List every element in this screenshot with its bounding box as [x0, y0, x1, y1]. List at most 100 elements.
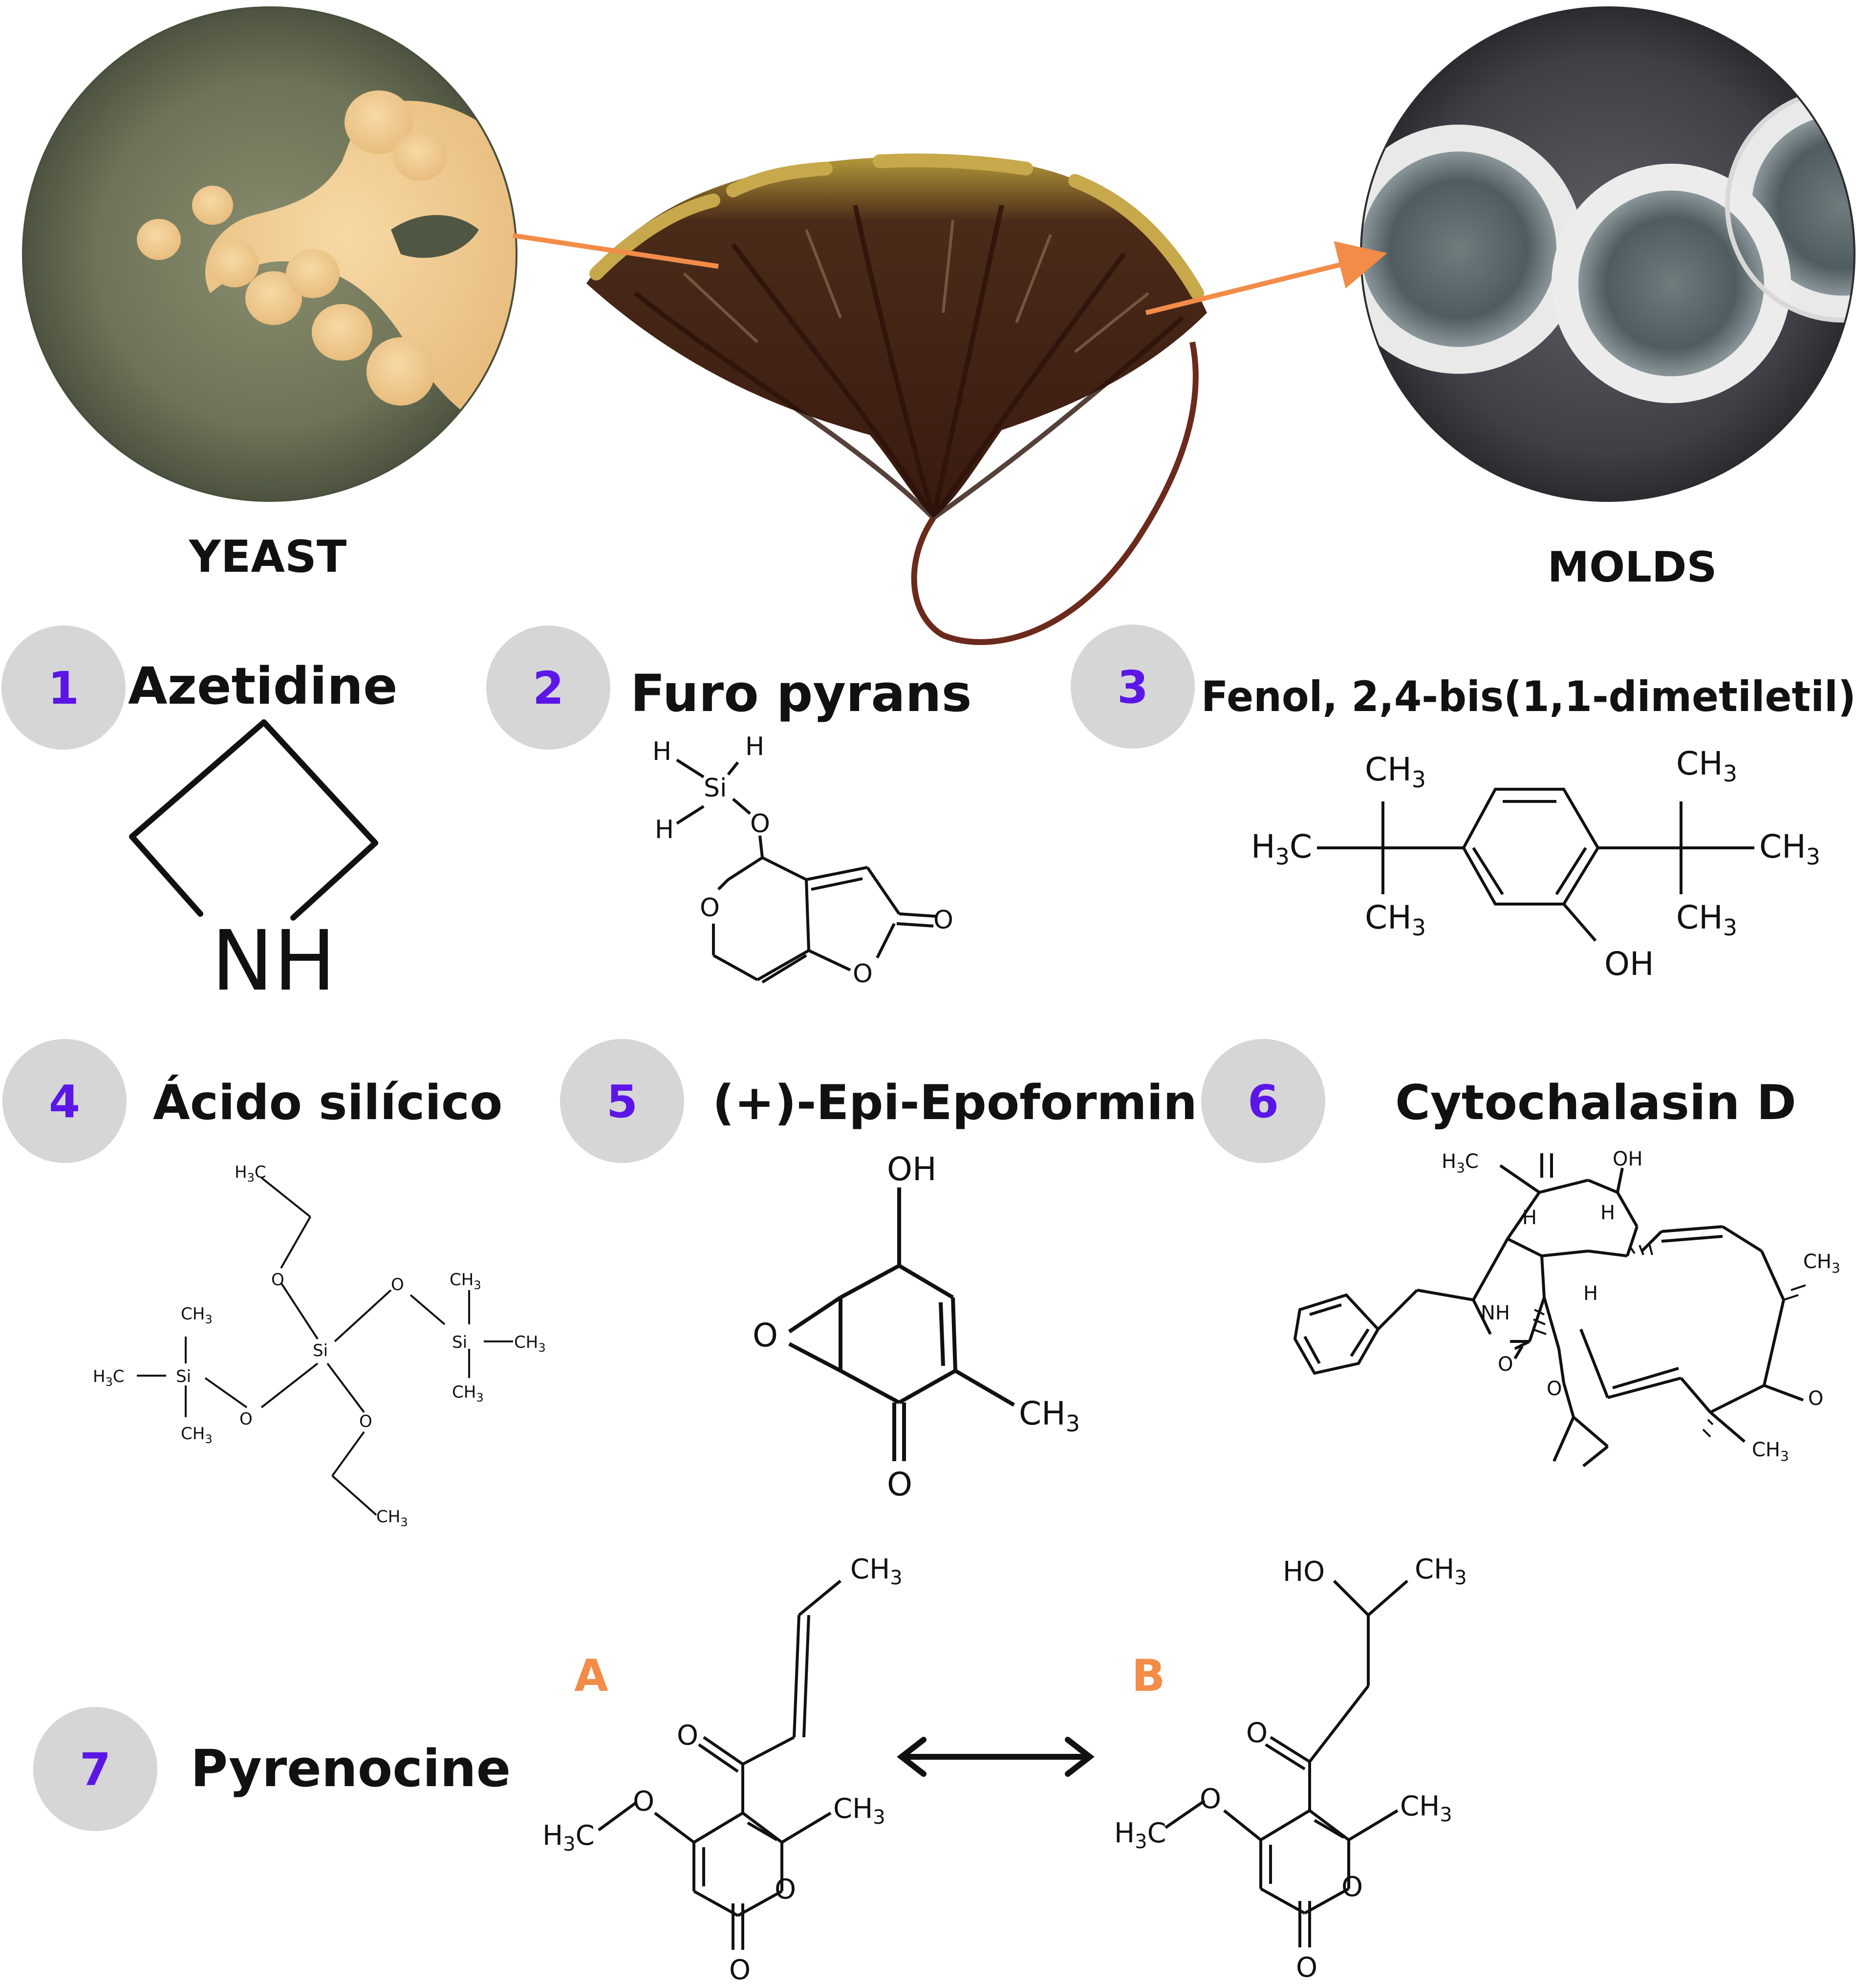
silicic-ch3-5-sub: 3 — [205, 1432, 212, 1446]
cytochalasin-structure — [1293, 1153, 1804, 1468]
silicic-ch3-bottom: CH3 — [376, 1507, 408, 1529]
phenol-ch3-1-sub: 3 — [1412, 766, 1426, 793]
silicic-h3c-left: H3C — [93, 1367, 125, 1389]
cyto-ch3-1-sub: 3 — [1832, 1260, 1840, 1276]
cyto-h1: H — [1522, 1207, 1537, 1229]
yeast-photo — [23, 7, 517, 501]
silicic-ch3-2-c: CH — [514, 1333, 538, 1352]
molds-label: MOLDS — [1548, 543, 1717, 592]
phenol-ch3-right: CH3 — [1759, 828, 1820, 870]
phenol-oh: OH — [1604, 945, 1654, 983]
silicic-si-left: Si — [176, 1367, 191, 1386]
silicic-ch3-6-sub: 3 — [400, 1515, 408, 1529]
cyto-oh: OH — [1613, 1148, 1643, 1170]
silicic-ch3-r-right: CH3 — [514, 1333, 546, 1355]
pyrenocine-b-structure — [1164, 1579, 1408, 1947]
silicic-h3c-top-sub: 3 — [247, 1171, 255, 1185]
silicic-o1: O — [271, 1270, 284, 1290]
silicic-ch3-3-c: CH — [452, 1382, 476, 1402]
badge-5 — [560, 1039, 684, 1163]
epoformin-oh: OH — [887, 1150, 937, 1188]
compound-3-header: 3 Fenol, 2,4-bis(1,1-dimetiletil) — [1071, 625, 1856, 749]
pyr-a-h3c-h: H — [542, 1820, 563, 1852]
molds-photo — [1361, 7, 1854, 501]
silicic-acid-structure — [137, 1177, 513, 1516]
phenol-ch3-2-c: CH — [1676, 745, 1723, 782]
yeast-photo-border — [22, 6, 518, 502]
cyto-ch3-right: CH3 — [1803, 1251, 1840, 1276]
pyr-a-h3c-sub: 3 — [563, 1833, 575, 1856]
cyto-o2: O — [1547, 1378, 1562, 1400]
pyr-a-ch3-ring-sub: 3 — [873, 1806, 885, 1829]
pyr-b-ho: HO — [1283, 1556, 1325, 1588]
furopyran-structure — [676, 758, 936, 984]
badge-6 — [1201, 1039, 1325, 1163]
silicic-h3c-left-sub: 3 — [106, 1375, 113, 1389]
phenol-h3c-left: H3C — [1251, 828, 1312, 870]
epoformin-structure — [788, 1187, 1015, 1461]
silicic-ch3-1-sub: 3 — [474, 1278, 481, 1292]
pyrenocine-a-structure — [598, 1579, 841, 1950]
arrow-to-yeast — [513, 233, 719, 269]
pyr-a-o-methoxy: O — [633, 1786, 654, 1817]
pyr-a-o-lactone: O — [729, 1954, 751, 1986]
epoformin-o-epoxide: O — [753, 1317, 778, 1354]
cyto-h3c-sub: 3 — [1456, 1160, 1465, 1176]
pyr-b-ch3-top-sub: 3 — [1454, 1567, 1466, 1589]
cyto-o3: O — [1808, 1387, 1823, 1410]
furopyran-atom-o2: O — [700, 893, 720, 923]
silicic-ch3-6-c: CH — [376, 1507, 400, 1527]
phenol-ch3-bottom-right: CH3 — [1676, 899, 1737, 941]
silicic-o3: O — [239, 1409, 253, 1429]
silicic-h3c-left-h: H — [93, 1367, 106, 1386]
pyr-b-ch3-ring-sub: 3 — [1440, 1804, 1452, 1826]
azetidine-structure — [129, 719, 378, 921]
pyr-a-ch3-ring: CH3 — [833, 1793, 885, 1829]
phenol-ch3-3-sub: 3 — [1806, 843, 1820, 870]
badge-3-number: 3 — [1117, 661, 1148, 713]
phenol-h3c-sub: 3 — [1275, 843, 1290, 870]
furopyran-atom-h2: H — [745, 732, 764, 761]
badge-1-number: 1 — [48, 662, 79, 714]
pyr-b-o-ketone: O — [1246, 1717, 1268, 1749]
phenol-ch3-5-sub: 3 — [1723, 914, 1737, 941]
badge-3 — [1071, 625, 1195, 749]
phenol-ch3-3-c: CH — [1759, 828, 1806, 865]
pyr-a-ch3-top-c: CH — [850, 1554, 890, 1585]
epoformin-ch3-c: CH — [1019, 1395, 1066, 1432]
phenol-ch3-4-c: CH — [1365, 899, 1412, 936]
furopyran-atom-o1: O — [750, 809, 770, 839]
cyto-o1: O — [1498, 1353, 1513, 1376]
pyr-a-o-ketone: O — [677, 1720, 698, 1751]
epoformin-ch3: CH3 — [1019, 1395, 1080, 1437]
silicic-ch3-4-c: CH — [181, 1304, 205, 1324]
azetidine-nh: NH — [212, 913, 336, 1010]
badge-5-number: 5 — [606, 1076, 638, 1128]
epoformin-o-ketone: O — [887, 1466, 912, 1503]
phenol-structure — [1317, 788, 1754, 942]
pyr-b-o-lactone: O — [1296, 1952, 1317, 1984]
pyr-b-ch3-top: CH3 — [1415, 1554, 1467, 1589]
silicic-h3c-top: H3C — [235, 1163, 266, 1185]
phenol-ch3-1-c: CH — [1365, 751, 1412, 788]
pyr-b-ch3-ring-c: CH — [1400, 1791, 1440, 1822]
cyto-nh: NH — [1481, 1302, 1510, 1324]
badge-4-number: 4 — [49, 1076, 80, 1128]
cytochalasin-hash-bonds — [1532, 1243, 1806, 1438]
silicic-ch3-2-sub: 3 — [538, 1341, 545, 1355]
pyr-a-h3c-c: C — [576, 1820, 595, 1852]
silicic-ch3-4-sub: 3 — [205, 1313, 212, 1326]
compound-2-name: Furo pyrans — [630, 664, 972, 723]
compound-7-name: Pyrenocine — [191, 1739, 511, 1798]
epoformin-ch3-sub: 3 — [1066, 1410, 1080, 1437]
compound-7-header: 7 Pyrenocine — [33, 1707, 511, 1831]
silicic-ch3-r-bottom: CH3 — [452, 1382, 484, 1404]
silicic-ch3-1-c: CH — [450, 1270, 474, 1290]
pyr-a-ch3-top: CH3 — [850, 1554, 903, 1589]
cyto-ch3-bottom: CH3 — [1752, 1439, 1789, 1464]
cyto-ch3-1-c: CH — [1803, 1251, 1832, 1273]
furopyran-atom-si: Si — [704, 774, 727, 803]
silicic-o4: O — [359, 1412, 372, 1431]
badge-2-number: 2 — [533, 662, 564, 714]
silicic-o2: O — [391, 1275, 404, 1295]
